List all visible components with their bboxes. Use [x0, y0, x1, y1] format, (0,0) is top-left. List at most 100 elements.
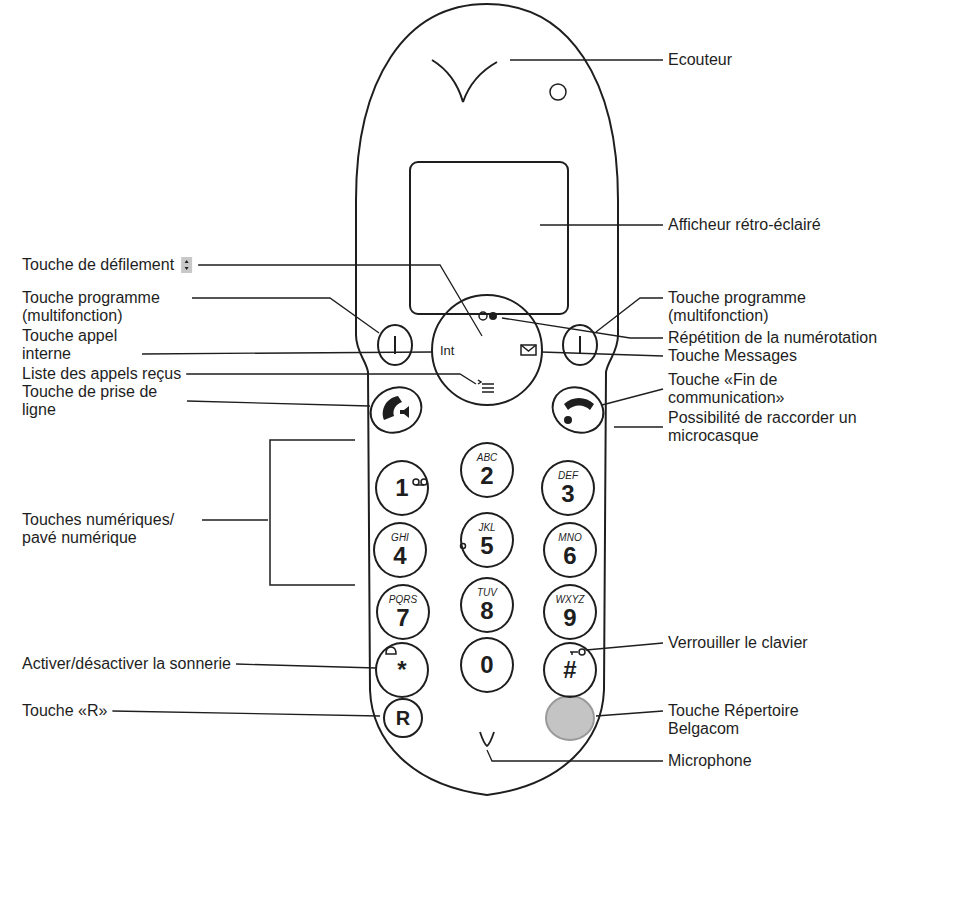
- callout-label: Activer/désactiver la sonnerie: [22, 655, 231, 673]
- key-letters: PQRS: [389, 595, 417, 605]
- redial-ring: [479, 312, 487, 320]
- leader-line: [186, 374, 476, 384]
- keypad-key: WXYZ9: [543, 584, 597, 640]
- key-label: Int: [440, 344, 454, 357]
- keypad-key: #: [543, 642, 597, 698]
- keypad-key: R: [383, 698, 423, 738]
- callout-label: Touche programme (multifonction): [22, 289, 187, 325]
- call-key: [363, 379, 429, 441]
- phone-body: [356, 4, 618, 795]
- keypad-key: 1: [375, 460, 429, 516]
- callout-label: Touche Répertoire Belgacom: [668, 702, 868, 738]
- list-pointer: [478, 380, 481, 384]
- leader-line: [596, 711, 663, 716]
- key-letters: GHI: [391, 533, 409, 543]
- keypad-key: TUV8: [460, 577, 514, 633]
- key-letters: MNO: [558, 533, 581, 543]
- leader-line: [236, 664, 376, 668]
- leader-line: [202, 519, 268, 520]
- handset-icon: [383, 396, 402, 420]
- voicemail-icon: [413, 479, 419, 485]
- key-icon: [579, 649, 585, 655]
- key-icon: [570, 652, 578, 655]
- voicemail-icon: [421, 479, 427, 485]
- earpiece: [432, 60, 497, 102]
- key-digit: 5: [480, 534, 493, 558]
- callout-label: Touche appel interne: [22, 327, 137, 363]
- callout-label: Verrouiller le clavier: [668, 634, 808, 652]
- navigation-ring: Int: [431, 294, 543, 406]
- light-sensor: [550, 84, 566, 100]
- handset-icon: [564, 398, 594, 410]
- callout-label: Touche «R»: [22, 702, 107, 720]
- key-letters: WXYZ: [556, 595, 585, 605]
- keypad-key: GHI4: [373, 522, 427, 578]
- leader-line: [510, 59, 663, 60]
- keypad-key: DEF3: [541, 460, 595, 516]
- key-digit: 1: [395, 476, 408, 500]
- soft-key-left: [378, 325, 412, 365]
- message-icon: [521, 345, 536, 355]
- scroll-icon: [181, 257, 192, 273]
- redial-dot: [489, 312, 497, 320]
- key-digit: 2: [480, 464, 493, 488]
- leader-line: [187, 401, 370, 406]
- key-digit: 4: [393, 544, 406, 568]
- end-key: [545, 379, 611, 441]
- keypad-key: MNO6: [543, 522, 597, 578]
- leader-line: [142, 352, 432, 354]
- key-letters: ABC: [477, 453, 498, 463]
- leader-line: [502, 318, 663, 338]
- keypad-key: 0: [460, 637, 514, 693]
- voicemail-icon: [416, 484, 424, 486]
- keypad-key: ABC2: [460, 442, 514, 498]
- leader-line: [112, 711, 380, 716]
- keypad-key: JKL5: [460, 512, 514, 568]
- leader-line: [614, 426, 663, 427]
- keypad-key: *: [375, 642, 429, 698]
- callout-label: Touche programme (multifonction): [668, 289, 833, 325]
- leader-line: [192, 298, 379, 333]
- callout-label: Touche de défilement: [22, 256, 174, 274]
- speaker-icon: [400, 406, 409, 418]
- leader-line: [198, 265, 482, 336]
- leader-line: [487, 750, 663, 761]
- callout-label: Touche Messages: [668, 347, 797, 365]
- soft-key-mark: [579, 336, 581, 354]
- list-icon: [482, 384, 494, 392]
- soft-key-right: [563, 325, 597, 365]
- leader-line: [596, 298, 663, 332]
- callout-label: Possibilité de raccorder un microcasque: [668, 409, 868, 445]
- callout-label: Touche «Fin de communication»: [668, 371, 863, 407]
- leader-line: [540, 224, 663, 225]
- callout-label: Ecouteur: [668, 51, 732, 69]
- key-letters: TUV: [477, 588, 497, 598]
- microphone: [480, 732, 494, 746]
- key-digit: 3: [561, 482, 574, 506]
- keypad-key: PQRS7: [376, 584, 430, 640]
- key-digit: 0: [480, 653, 493, 677]
- leader-line: [586, 643, 663, 650]
- scroll-icon-arrows: [185, 260, 189, 270]
- key-letters: DEF: [558, 471, 578, 481]
- display: [410, 162, 568, 314]
- callout-label: Répétition de la numérotation: [668, 329, 877, 347]
- callout-label: Afficheur rétro-éclairé: [668, 216, 821, 234]
- leader-line: [541, 352, 663, 356]
- key-digit: 9: [563, 606, 576, 630]
- leader-line: [602, 389, 663, 405]
- callout-label: Microphone: [668, 752, 752, 770]
- callout-label: Liste des appels reçus: [22, 365, 181, 383]
- key-digit: 7: [396, 606, 409, 630]
- directory-key: [546, 696, 594, 740]
- callout-label: Touche de prise de ligne: [22, 383, 182, 419]
- bell-icon: [386, 647, 396, 654]
- key-digit: 6: [563, 544, 576, 568]
- key-digit: R: [396, 708, 410, 728]
- power-icon: [564, 416, 572, 424]
- soft-key-mark: [394, 336, 396, 354]
- message-flap: [521, 345, 536, 351]
- key-digit: #: [563, 658, 576, 682]
- callout-label: Touches numériques/ pavé numérique: [22, 511, 197, 547]
- key-letters: JKL: [478, 523, 495, 533]
